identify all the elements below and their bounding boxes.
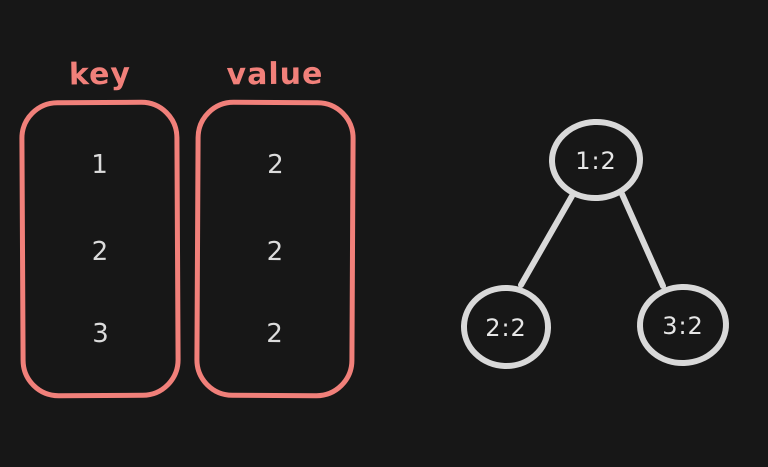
key-cell: 3 [92,318,109,350]
value-column-label: value [226,56,324,93]
tree-edge-left [518,193,575,288]
tree-node-right-circle [637,283,729,367]
value-cell: 2 [267,149,284,181]
key-column-box: 1 2 3 [19,99,181,399]
value-cell: 2 [266,318,283,350]
tree-node-left-label: 2:2 [485,314,527,342]
key-column-label: key [68,56,132,93]
value-cell: 2 [266,236,284,268]
tree-node-root-circle [549,118,643,202]
tree-edge-right [619,191,666,289]
tree-node-right-label: 3:2 [662,312,704,340]
value-column-box: 2 2 2 [194,99,356,399]
tree-diagram: 1:2 2:2 3:2 [461,118,729,370]
key-cell: 1 [91,149,108,181]
tree-node-left-circle [461,284,551,370]
key-cell: 2 [91,236,109,268]
tree-node-root-label: 1:2 [575,147,617,175]
